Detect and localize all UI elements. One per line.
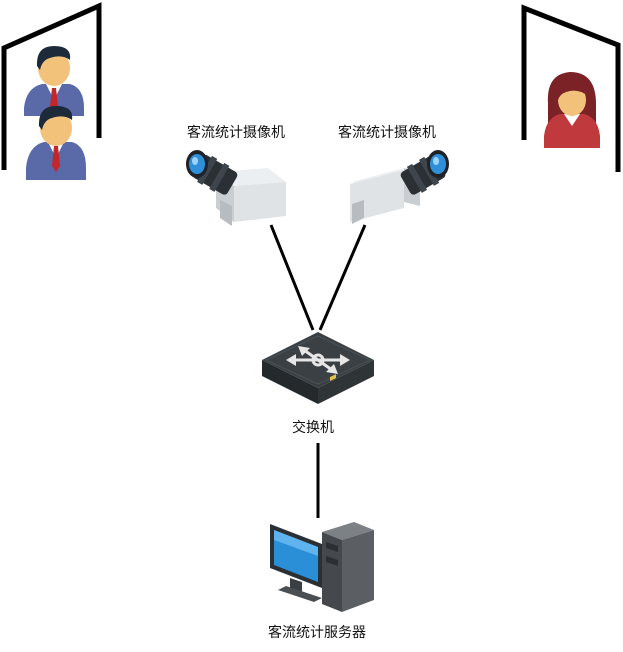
connection-lines — [269, 224, 367, 518]
camera-right-label: 客流统计摄像机 — [338, 125, 436, 141]
woman-icon — [544, 72, 600, 148]
server-label: 客流统计服务器 — [268, 625, 366, 641]
link-camera-left-switch — [269, 224, 315, 331]
camera-right-icon — [350, 150, 449, 224]
right-door-frame — [521, 4, 621, 172]
network-switch-icon — [262, 332, 374, 404]
switch-label: 交换机 — [292, 420, 334, 436]
camera-left-label: 客流统计摄像机 — [187, 125, 285, 141]
link-camera-right-switch — [318, 224, 367, 331]
computer-server-icon — [270, 522, 374, 612]
camera-left-icon — [186, 150, 286, 226]
two-men-icon — [24, 46, 86, 180]
left-door-frame — [1, 2, 102, 170]
